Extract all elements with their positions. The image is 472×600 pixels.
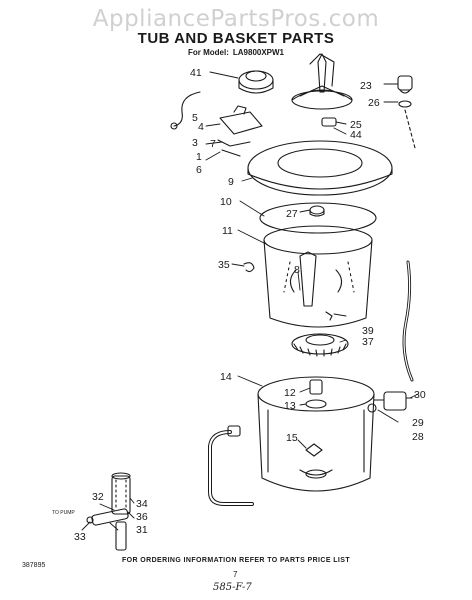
callout-29: 29 [412, 417, 424, 429]
callout-35: 35 [218, 259, 230, 271]
part-10-seal-ring [259, 202, 377, 234]
callout-3: 3 [192, 137, 198, 149]
callout-34: 34 [136, 498, 148, 510]
callout-32: 32 [92, 491, 104, 503]
part-23-26-knob [397, 75, 416, 149]
page-number: 7 [233, 570, 238, 579]
document-number: 387895 [22, 562, 46, 569]
callout-23: 23 [360, 80, 372, 92]
callout-25: 25 [350, 119, 362, 131]
part-agitator-top [291, 53, 353, 127]
callout-5: 5 [192, 112, 198, 124]
callout-1: 1 [196, 151, 202, 163]
part-37-drive-bell [291, 333, 349, 357]
callout-15: 15 [286, 432, 298, 444]
model-line: For Model:LA9800XPW1 [0, 48, 472, 57]
watermark: AppliancePartsPros.com [92, 6, 380, 32]
diagram-title: TUB AND BASKET PARTS [137, 30, 335, 47]
callout-26: 26 [368, 97, 380, 109]
callout-39: 39 [362, 325, 374, 337]
callout-numbers: 41 23 26 25 44 4 5 3 7 1 6 9 10 27 11 8 … [74, 67, 426, 543]
model-prefix: For Model: [187, 48, 229, 57]
model-number: LA9800XPW1 [232, 48, 285, 57]
part-27-nut [309, 205, 325, 217]
callout-4: 4 [198, 121, 204, 133]
part-12-13-hub [305, 379, 327, 409]
part-drain-hose [208, 425, 254, 506]
part-9-tub-ring [247, 140, 393, 196]
part-29-valve [367, 391, 413, 413]
ordering-note: FOR ORDERING INFORMATION REFER TO PARTS … [121, 557, 351, 564]
part-14-outer-tub [257, 376, 375, 492]
part-41-cap [238, 70, 274, 94]
part-switch-assembly [170, 91, 263, 157]
callout-36: 36 [136, 511, 148, 523]
callout-33: 33 [74, 531, 86, 543]
leader-lines [81, 71, 419, 531]
callout-10: 10 [220, 196, 232, 208]
callout-7: 7 [210, 138, 216, 150]
drain-label: TO PUMP [52, 510, 75, 516]
callout-13: 13 [284, 400, 296, 412]
part-30-hose [402, 260, 414, 382]
callout-37: 37 [362, 336, 374, 348]
callout-8: 8 [294, 264, 300, 276]
callout-12: 12 [284, 387, 296, 399]
part-11-basket [263, 225, 373, 328]
part-35-clip [243, 262, 255, 273]
callout-30: 30 [414, 389, 426, 401]
handwritten-code: 585-F-7 [213, 582, 252, 593]
callout-9: 9 [228, 176, 234, 188]
callout-28: 28 [412, 431, 424, 443]
part-15-fitting [305, 443, 323, 457]
callout-27: 27 [286, 208, 298, 220]
callout-44: 44 [350, 129, 362, 141]
callout-11: 11 [222, 225, 233, 237]
callout-6: 6 [196, 164, 202, 176]
callout-31: 31 [136, 524, 148, 536]
part-39-fastener [325, 311, 333, 321]
callout-41: 41 [190, 67, 202, 79]
callout-14: 14 [220, 371, 232, 383]
part-31-36-inlet [86, 472, 131, 551]
